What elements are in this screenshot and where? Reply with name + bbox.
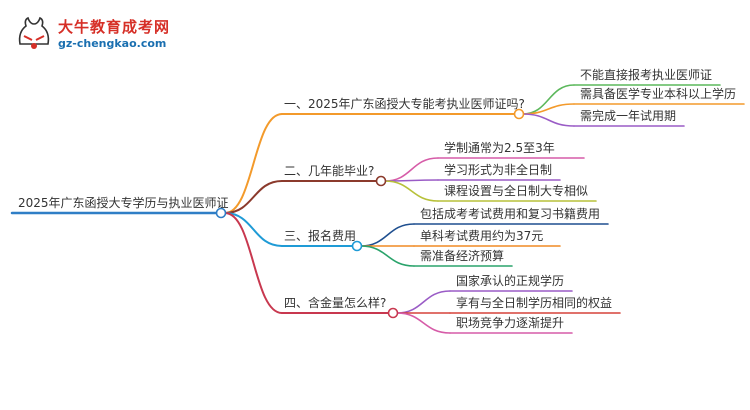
branch-3-leaf-3-connector bbox=[360, 245, 415, 267]
branch-1-connector bbox=[224, 113, 283, 214]
branch-4-leaf-3-connector bbox=[396, 312, 451, 334]
branch-4-leaf-1-label: 国家承认的正规学历 bbox=[456, 274, 565, 288]
branch-1-leaf-3-label: 需完成一年试用期 bbox=[580, 109, 677, 123]
branch-2-leaf-1-label: 学制通常为2.5至3年 bbox=[444, 141, 555, 155]
branch-3-label: 三、报名费用 bbox=[284, 229, 357, 243]
brand-name: 大牛教育成考网 bbox=[58, 18, 171, 36]
branch-4-leaf-2-label: 享有与全日制学历相同的权益 bbox=[456, 296, 613, 310]
branch-2-leaf-1-connector bbox=[384, 157, 439, 182]
root-node-dot bbox=[215, 207, 227, 219]
branch-2-connector bbox=[224, 180, 283, 214]
root-label: 2025年广东函授大专学历与执业医师证 bbox=[18, 196, 229, 210]
branch-4-leaf-3-label: 职场竞争力逐渐提升 bbox=[456, 316, 565, 330]
branch-2-dot bbox=[375, 175, 387, 187]
branch-1-leaf-1-label: 不能直接报考执业医师证 bbox=[580, 68, 713, 82]
brand-url: gz-chengkao.com bbox=[58, 37, 167, 50]
branch-3-leaf-1-connector bbox=[360, 223, 415, 247]
branch-4-connector bbox=[224, 212, 283, 314]
branch-4-dot bbox=[387, 307, 399, 319]
branch-4-label: 四、含金量怎么样? bbox=[284, 296, 387, 310]
branch-2-leaf-3-label: 课程设置与全日制大专相似 bbox=[444, 184, 589, 198]
branch-3-leaf-1-label: 包括成考考试费用和复习书籍费用 bbox=[420, 207, 601, 221]
brand-logo: 大牛教育成考网 gz-chengkao.com bbox=[14, 14, 174, 56]
branch-1-leaf-2-label: 需具备医学专业本科以上学历 bbox=[580, 87, 737, 101]
branch-4-leaf-1-connector bbox=[396, 290, 451, 314]
bull-logo-icon bbox=[18, 16, 50, 49]
branch-3-connector bbox=[224, 212, 283, 247]
branch-2-label: 二、几年能毕业? bbox=[284, 164, 375, 178]
branch-1-leaf-3-connector bbox=[522, 113, 575, 127]
branch-3-dot bbox=[351, 240, 363, 252]
branch-3-leaf-3-label: 需准备经济预算 bbox=[420, 249, 505, 263]
branch-3-leaf-2-label: 单科考试费用约为37元 bbox=[420, 229, 544, 243]
branch-1-dot bbox=[513, 108, 525, 120]
branch-1-label: 一、2025年广东函授大专能考执业医师证吗? bbox=[284, 97, 525, 111]
branch-2-leaf-3-connector bbox=[384, 180, 439, 202]
branch-2-leaf-2-label: 学习形式为非全日制 bbox=[444, 163, 553, 177]
